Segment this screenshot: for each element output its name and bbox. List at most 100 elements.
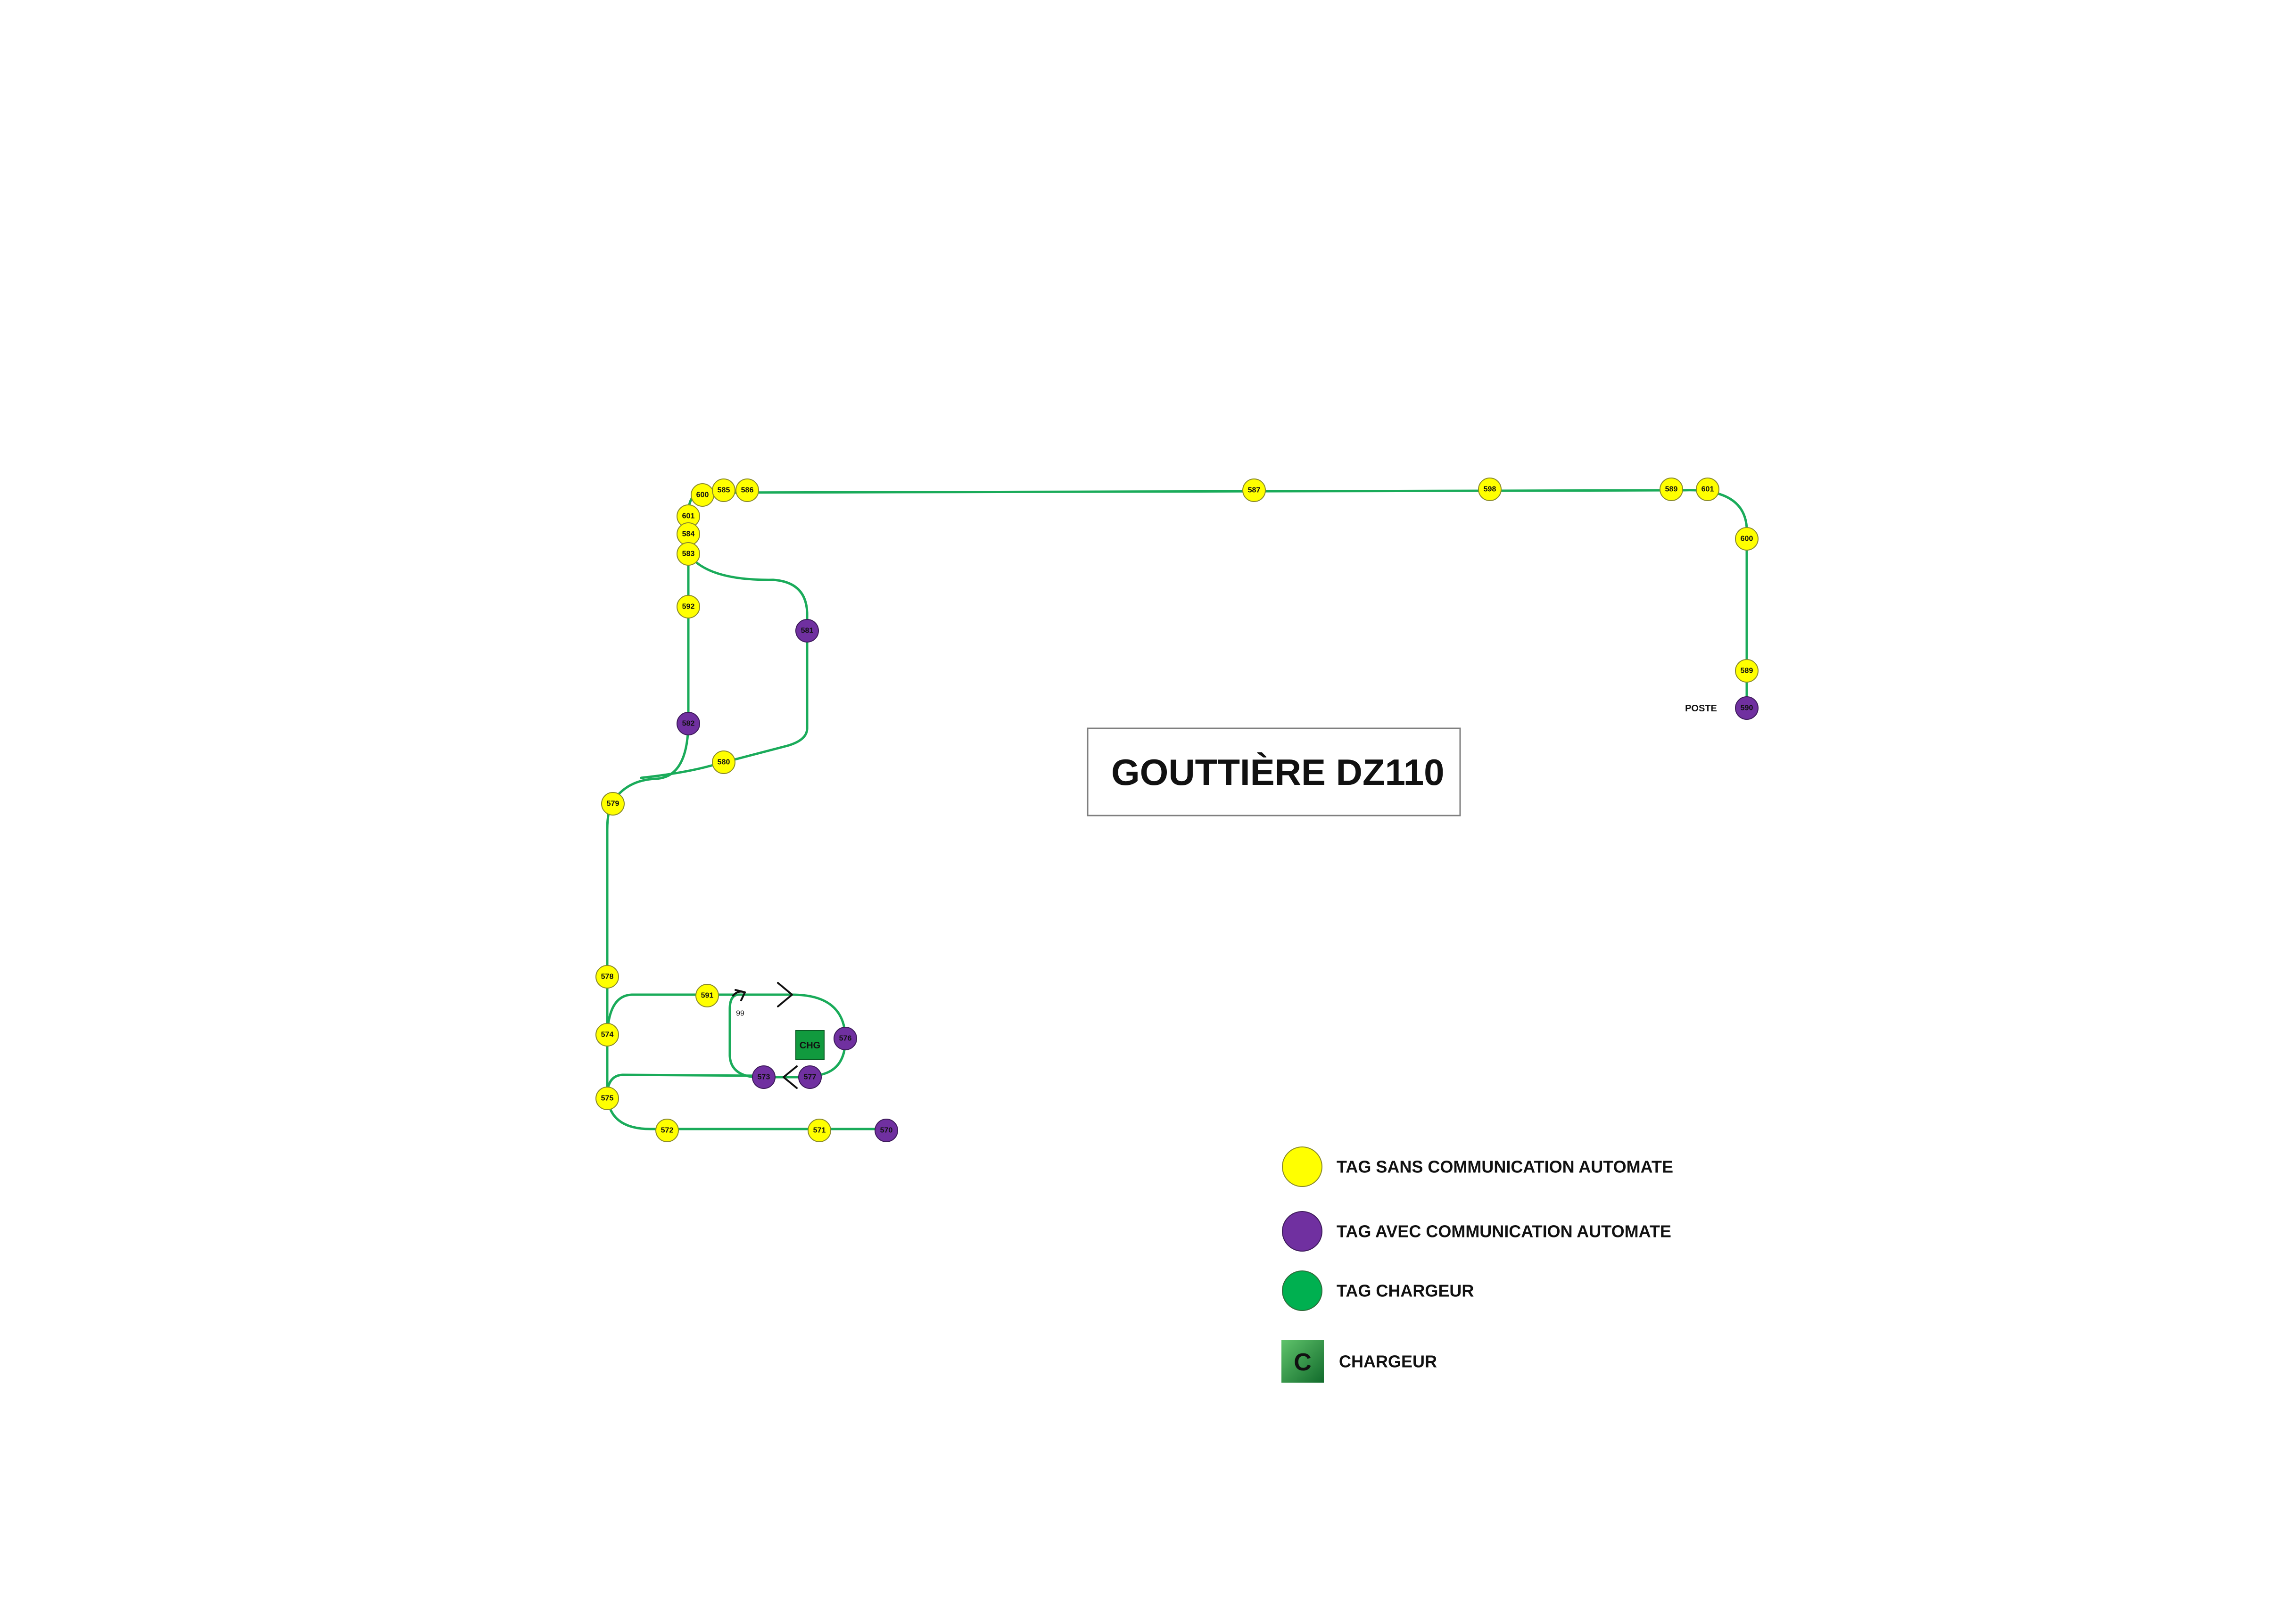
tag-label: 571 xyxy=(813,1127,826,1135)
tag-576[interactable]: 576 xyxy=(834,1027,857,1050)
tag-label: 587 xyxy=(1248,486,1261,495)
track-top-main xyxy=(696,489,1748,709)
tag-label: 590 xyxy=(1741,704,1753,712)
charger-block[interactable]: CHG xyxy=(795,1030,825,1060)
tag-598[interactable]: 598 xyxy=(1478,478,1502,501)
legend-swatch-purple xyxy=(1282,1211,1322,1252)
legend-charger-symbol: C xyxy=(1294,1349,1312,1376)
tag-circle[interactable] xyxy=(601,792,625,816)
tag-circle[interactable] xyxy=(752,1065,776,1089)
legend-label: TAG AVEC COMMUNICATION AUTOMATE xyxy=(1337,1222,1671,1241)
tag-label: 591 xyxy=(701,992,714,1000)
track-right-loop xyxy=(640,552,809,779)
tag-label: 586 xyxy=(741,486,754,495)
tag-label: 598 xyxy=(1484,486,1496,494)
tag-586[interactable]: 586 xyxy=(735,478,759,502)
tag-label: 578 xyxy=(601,973,614,981)
legend-item-green: TAG CHARGEUR xyxy=(1282,1270,1474,1311)
track-lower-return xyxy=(606,1073,765,1095)
tag-circle[interactable] xyxy=(834,1027,857,1050)
tag-577[interactable]: 577 xyxy=(798,1065,822,1089)
tag-label: 601 xyxy=(1701,486,1714,494)
tag-label: 579 xyxy=(607,800,619,808)
tag-circle[interactable] xyxy=(1242,478,1266,502)
tag-label: 584 xyxy=(682,530,695,538)
legend-label: TAG SANS COMMUNICATION AUTOMATE xyxy=(1337,1157,1673,1177)
tag-circle[interactable] xyxy=(1735,527,1759,551)
tag-circle[interactable] xyxy=(1696,478,1719,501)
direction-arrows xyxy=(732,982,798,1089)
tag-587[interactable]: 587 xyxy=(1242,478,1266,502)
turn-arrow-icon xyxy=(732,989,746,1001)
tag-574[interactable]: 574 xyxy=(595,1023,619,1047)
charger-label: CHG xyxy=(800,1040,820,1051)
tag-circle[interactable] xyxy=(712,478,735,502)
tag-circle[interactable] xyxy=(712,750,735,774)
tag-575[interactable]: 575 xyxy=(595,1087,619,1110)
tag-circle[interactable] xyxy=(735,478,759,502)
tag-circle[interactable] xyxy=(677,712,700,735)
tag-600[interactable]: 600 xyxy=(1735,527,1759,551)
tag-601[interactable]: 601 xyxy=(677,504,700,528)
tag-label: 589 xyxy=(1741,667,1753,675)
title-box xyxy=(1087,727,1461,816)
arrow-right-icon xyxy=(777,982,793,1007)
legend-charger-swatch xyxy=(1281,1340,1324,1383)
tag-label: 581 xyxy=(801,627,814,635)
tag-589[interactable]: 589 xyxy=(1660,478,1683,501)
tag-590[interactable]: 590 xyxy=(1735,696,1759,720)
tag-circle[interactable] xyxy=(1735,696,1759,720)
tag-label: 574 xyxy=(601,1031,614,1039)
tag-label: 572 xyxy=(661,1127,674,1135)
tag-circle[interactable] xyxy=(677,595,700,618)
tag-572[interactable]: 572 xyxy=(655,1119,679,1142)
tag-circle[interactable] xyxy=(655,1119,679,1142)
tag-label: 570 xyxy=(880,1127,893,1135)
legend-swatch-yellow xyxy=(1282,1146,1322,1187)
tag-label: 600 xyxy=(1741,535,1753,543)
tag-584[interactable]: 584 xyxy=(677,522,700,546)
tag-592[interactable]: 592 xyxy=(677,595,700,618)
tag-591[interactable]: 591 xyxy=(695,984,719,1007)
tag-circle[interactable] xyxy=(798,1065,822,1089)
tag-circle[interactable] xyxy=(795,619,819,643)
legend-item-yellow: TAG SANS COMMUNICATION AUTOMATE xyxy=(1282,1146,1673,1187)
tag-601[interactable]: 601 xyxy=(1696,478,1719,501)
tag-571[interactable]: 571 xyxy=(808,1119,831,1142)
tag-circle[interactable] xyxy=(595,965,619,989)
tag-circle[interactable] xyxy=(875,1119,898,1142)
page-title: GOUTTIÈRE DZ110 xyxy=(1111,751,1445,793)
tag-circle[interactable] xyxy=(595,1087,619,1110)
tag-label: 580 xyxy=(718,758,730,767)
tag-circle[interactable] xyxy=(808,1119,831,1142)
tag-570[interactable]: 570 xyxy=(875,1119,898,1142)
turn-label: 99 xyxy=(736,1010,744,1018)
tag-573[interactable]: 573 xyxy=(752,1065,776,1089)
tag-circle[interactable] xyxy=(1478,478,1502,501)
legend: TAG SANS COMMUNICATION AUTOMATE TAG AVEC … xyxy=(1281,1146,1673,1383)
tag-circle[interactable] xyxy=(695,984,719,1007)
title-panel: GOUTTIÈRE DZ110 xyxy=(1087,727,1461,816)
tag-580[interactable]: 580 xyxy=(712,750,735,774)
tag-579[interactable]: 579 xyxy=(601,792,625,816)
tag-label: 582 xyxy=(682,720,695,728)
charger-square[interactable] xyxy=(795,1030,825,1060)
tag-585[interactable]: 585 xyxy=(712,478,735,502)
tag-600[interactable]: 600 xyxy=(691,483,714,507)
tag-circle[interactable] xyxy=(595,1023,619,1047)
tag-circle[interactable] xyxy=(1735,659,1759,683)
tag-label: 601 xyxy=(682,512,695,520)
track-left-branch xyxy=(611,720,690,803)
tag-581[interactable]: 581 xyxy=(795,619,819,643)
tag-578[interactable]: 578 xyxy=(595,965,619,989)
legend-swatch-green xyxy=(1282,1270,1322,1311)
tag-circle[interactable] xyxy=(677,542,700,566)
tag-label: 600 xyxy=(696,491,709,499)
tag-589[interactable]: 589 xyxy=(1735,659,1759,683)
track-inner-loop xyxy=(728,993,765,1079)
tag-circle[interactable] xyxy=(1660,478,1683,501)
tag-583[interactable]: 583 xyxy=(677,542,700,566)
tag-582[interactable]: 582 xyxy=(677,712,700,735)
